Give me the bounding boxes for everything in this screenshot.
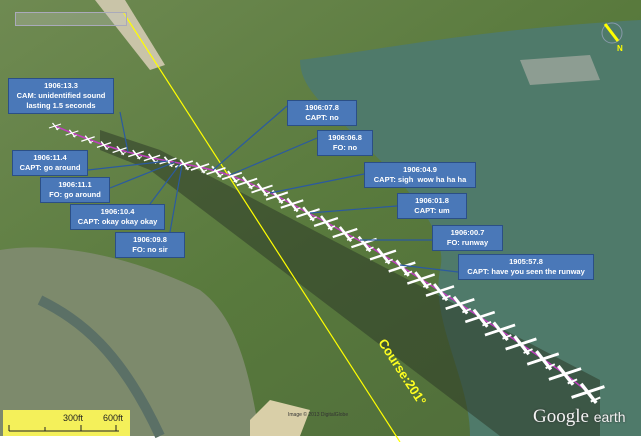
callout-time: 1906:10.4 xyxy=(100,207,135,216)
callout-text: CAPT: um xyxy=(414,206,450,215)
imagery-credit: Image © 2013 DigitalGlobe xyxy=(288,412,349,418)
callout-text: FO: go around xyxy=(49,190,101,199)
callout-leader-line xyxy=(87,160,169,171)
callout-1906-11-1: 1906:11.1 FO: go around xyxy=(40,177,110,203)
aircraft-icon xyxy=(128,149,144,160)
callout-time: 1906:09.8 xyxy=(133,235,167,244)
callout-leader-line xyxy=(399,264,459,273)
callout-text: CAPT: okay okay okay xyxy=(77,217,158,226)
altitude-readout xyxy=(15,12,127,26)
aircraft-icon xyxy=(484,321,516,342)
aircraft-icon xyxy=(425,283,455,302)
scale-label-300: 300ft xyxy=(63,413,84,423)
runway xyxy=(95,0,165,70)
aircraft-icon xyxy=(369,247,397,265)
callout-time: 1905:57.8 xyxy=(509,257,543,266)
aircraft-icon xyxy=(280,197,304,213)
aircraft-icon xyxy=(296,206,320,222)
aircraft-icon xyxy=(526,350,560,371)
callout-leader-line xyxy=(149,163,181,205)
callout-time: 1906:13.3 xyxy=(44,81,78,90)
svg-text:N: N xyxy=(617,44,623,53)
aircraft-icon xyxy=(464,308,496,328)
callout-time: 1906:00.7 xyxy=(450,228,485,237)
callout-1906-06-8: 1906:06.8 FO: no xyxy=(317,130,373,156)
aircraft-icon xyxy=(251,183,273,197)
logo-sub: earth xyxy=(593,409,626,425)
aircraft-icon xyxy=(313,215,339,231)
logo-main: Google xyxy=(533,406,589,427)
north-arrow-icon: N xyxy=(601,22,623,53)
callout-text: lasting 1.5 seconds xyxy=(26,101,96,110)
callout-text: CAPT: sigh wow ha ha ha xyxy=(373,175,467,184)
callout-1906-07-8: 1906:07.8 CAPT: no xyxy=(287,100,357,126)
callout-time: 1906:11.1 xyxy=(58,180,92,189)
channel xyxy=(37,295,165,439)
callout-1906-13-3: 1906:13.3 CAM: unidentified sound lastin… xyxy=(8,78,114,114)
aircraft-icon xyxy=(571,382,605,405)
aircraft-icon xyxy=(96,141,112,151)
google-earth-logo: Google earth xyxy=(533,406,626,428)
clearing xyxy=(250,400,310,436)
tidal-flat xyxy=(0,247,260,436)
callout-text: FO: runway xyxy=(446,238,489,247)
aircraft-icon xyxy=(65,129,79,138)
callout-text: FO: no sir xyxy=(132,245,168,254)
callout-time: 1906:07.8 xyxy=(305,103,339,112)
facility xyxy=(520,55,600,85)
aircraft-icon xyxy=(388,259,416,277)
aircraft-icon xyxy=(548,364,582,386)
callout-1906-04-9: 1906:04.9 CAPT: sigh wow ha ha ha xyxy=(364,162,476,188)
course-line xyxy=(122,11,401,442)
callout-text: FO: no xyxy=(332,143,358,152)
aircraft-icon xyxy=(221,170,243,184)
scale-bar: 300ft 600ft xyxy=(3,410,130,436)
callout-leader-line xyxy=(169,164,183,233)
callout-time: 1906:06.8 xyxy=(328,133,362,142)
callout-text: CAPT: have you seen the runway xyxy=(467,267,585,276)
aircraft-icon xyxy=(190,161,210,174)
aircraft-icon xyxy=(236,176,258,190)
callout-1906-10-4: 1906:10.4 CAPT: okay okay okay xyxy=(70,204,165,230)
callout-leader-line xyxy=(109,161,176,189)
aircraft-icon xyxy=(406,271,436,289)
callout-text: CAPT: go around xyxy=(19,163,81,172)
callout-leader-line xyxy=(119,111,129,153)
aircraft-icon xyxy=(81,135,95,144)
callout-1906-01-8: 1906:01.8 CAPT: um xyxy=(397,193,467,219)
callout-time: 1906:01.8 xyxy=(415,196,449,205)
callout-1905-57-8: 1905:57.8 CAPT: have you seen the runway xyxy=(458,254,594,280)
aircraft-icon xyxy=(206,165,226,178)
callout-1906-00-7: 1906:00.7 FO: runway xyxy=(432,225,503,251)
callout-text: CAM: unidentified sound xyxy=(16,91,106,100)
callout-leader-line xyxy=(229,137,318,176)
shadow-swath xyxy=(100,130,600,436)
callout-leaders xyxy=(87,105,459,273)
callout-1906-09-8: 1906:09.8 FO: no sir xyxy=(115,232,185,258)
aircraft-icon xyxy=(332,226,358,242)
callout-time: 1906:04.9 xyxy=(403,165,437,174)
aircraft-icon xyxy=(48,122,62,131)
callout-time: 1906:11.4 xyxy=(33,153,67,162)
aircraft-icon xyxy=(505,335,537,356)
scale-label-600: 600ft xyxy=(103,413,124,423)
scale-ruler xyxy=(8,425,119,432)
callout-leader-line xyxy=(212,105,288,171)
callout-leader-line xyxy=(309,205,398,214)
aircraft-track xyxy=(48,122,605,405)
callout-leader-line xyxy=(269,173,365,194)
callout-text: CAPT: no xyxy=(305,113,339,122)
callout-1906-11-4: 1906:11.4 CAPT: go around xyxy=(12,150,88,176)
aircraft-icon xyxy=(112,145,128,156)
aircraft-icon xyxy=(445,295,475,315)
